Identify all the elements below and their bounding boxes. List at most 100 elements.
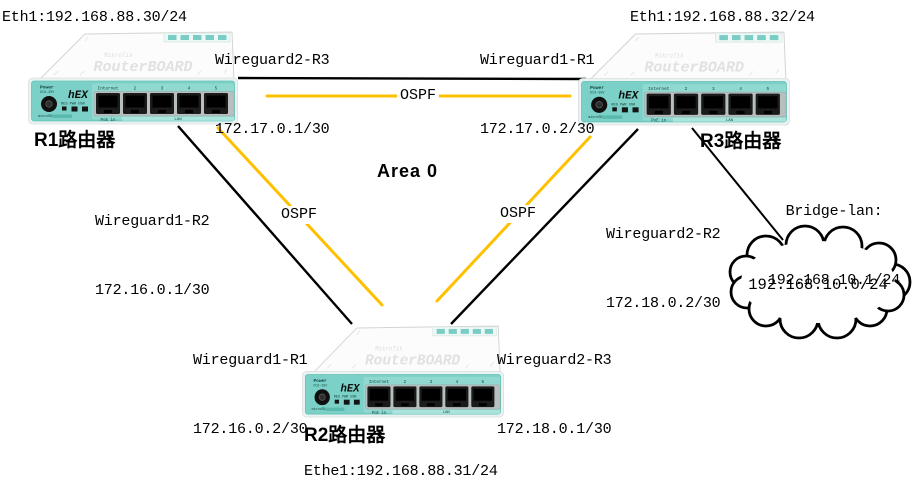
- lan-cloud: 192.168.10.0/24: [728, 224, 912, 340]
- interface-name: Bridge-lan:: [785, 203, 883, 220]
- microsd-label: microSD: [312, 407, 326, 411]
- link-r3-r2: [450, 128, 639, 325]
- lan-label: LAN: [174, 118, 182, 122]
- label-r1-wireguard2: Wireguard2-R3 172.17.0.1/30: [215, 3, 330, 187]
- mikrotik-emboss-label: MikroTik: [655, 52, 684, 59]
- lan-group-strip: [122, 116, 234, 121]
- interface-name: Wireguard1-R1: [193, 352, 308, 369]
- poe-label: PoE in: [372, 411, 387, 416]
- interface-name: Wireguard2-R2: [606, 226, 721, 243]
- label-r3-eth1: Eth1:192.168.88.32/24: [630, 9, 815, 26]
- port-label-4: 4: [188, 87, 191, 92]
- router-r2-image: MikroTik RouterBOARD Power DC8-30V hEX R…: [302, 323, 504, 418]
- cloud-body: [741, 241, 895, 323]
- port-label-4: 4: [739, 86, 742, 92]
- poe-label: PoE in: [100, 118, 116, 123]
- mikrotik-emboss-label: MikroTik: [375, 346, 403, 353]
- lan-label: LAN: [443, 411, 451, 415]
- power-voltage-label: DC8-30V: [314, 383, 328, 387]
- port-label-5: 5: [766, 86, 769, 92]
- label-r1-eth1: Eth1:192.168.88.30/24: [2, 9, 187, 26]
- led-labels: RES PWR USR: [611, 103, 636, 107]
- ethernet-ports: [96, 93, 228, 114]
- label-r1-name: R1路由器: [34, 130, 116, 151]
- cloud-network-label: 192.168.10.0/24: [748, 276, 888, 294]
- power-voltage-label: DC8-30V: [590, 92, 605, 96]
- mikrotik-hex-router-graphic: MikroTik RouterBOARD Power DC8-30V hEX R…: [28, 31, 238, 125]
- interface-ip: 172.16.0.1/30: [95, 282, 210, 299]
- vent-dashes: [719, 35, 779, 41]
- led-indicators: [612, 107, 639, 113]
- power-jack-pin: [595, 101, 603, 109]
- port-label-internet: Internet: [648, 86, 670, 92]
- ospf-label-left: OSPF: [277, 206, 321, 224]
- power-voltage-label: DC8-30V: [40, 91, 55, 95]
- link-r1-r2: [177, 125, 353, 325]
- mikrotik-emboss-label: MikroTik: [104, 52, 133, 59]
- lan-group-strip: [392, 409, 501, 414]
- led-labels: RES PWR USR: [61, 103, 86, 107]
- interface-name: Wireguard1-R1: [480, 52, 595, 69]
- port-label-internet: Internet: [369, 380, 390, 385]
- port-label-2: 2: [685, 86, 688, 92]
- case-seam-marks: [603, 34, 780, 76]
- ethernet-ports: [646, 93, 780, 115]
- port-label-3: 3: [430, 380, 433, 385]
- port-label-4: 4: [456, 380, 459, 385]
- link-r1-r3: [237, 76, 587, 81]
- led-indicators: [62, 106, 88, 112]
- microsd-label: microSD: [588, 115, 602, 120]
- interface-ip: 172.17.0.2/30: [480, 121, 595, 138]
- label-r3-bridge-lan: Bridge-lan: 192.168.10.1/24: [758, 154, 910, 338]
- vent-dashes: [436, 328, 493, 334]
- interface-ip: 172.18.0.2/30: [606, 295, 721, 312]
- label-r3-wireguard2: Wireguard2-R2 172.18.0.2/30: [606, 177, 721, 361]
- case-seam-marks: [53, 34, 228, 76]
- label-r2-name: R2路由器: [304, 425, 386, 446]
- routerboard-emboss-label: RouterBOARD: [365, 353, 460, 369]
- interface-name: Wireguard2-R3: [497, 352, 612, 369]
- label-r2-wireguard2: Wireguard2-R3 172.18.0.1/30: [497, 303, 612, 487]
- power-label: Power: [40, 85, 54, 91]
- model-label: hEX: [340, 383, 361, 395]
- interface-ip: 172.16.0.2/30: [193, 421, 308, 438]
- mikrotik-hex-router-graphic: MikroTik RouterBOARD Power DC8-30V hEX R…: [302, 325, 504, 418]
- microsd-slot: [52, 114, 72, 118]
- interface-name: Wireguard1-R2: [95, 213, 210, 230]
- port-label-5: 5: [482, 380, 485, 385]
- led-indicators: [334, 399, 360, 405]
- interface-ip: 192.168.10.1/24: [767, 272, 901, 289]
- router-r3-image: MikroTik RouterBOARD Power DC8-30V hEX R…: [578, 29, 790, 126]
- power-jack-pin: [318, 393, 326, 401]
- microsd-slot: [602, 115, 623, 119]
- interface-ip: 172.18.0.1/30: [497, 421, 612, 438]
- interface-ip: 172.17.0.1/30: [215, 121, 330, 138]
- label-r1-wireguard1: Wireguard1-R2 172.16.0.1/30: [95, 164, 210, 348]
- ospf-area-label: Area 0: [377, 161, 439, 181]
- poe-label: PoE in: [651, 119, 667, 124]
- label-r2-wireguard1: Wireguard1-R1 172.16.0.2/30: [193, 303, 308, 487]
- label-r2-eth1: Ethe1:192.168.88.31/24: [304, 463, 498, 480]
- port-label-2: 2: [404, 380, 407, 385]
- microsd-label: microSD: [38, 114, 52, 119]
- port-label-3: 3: [712, 86, 715, 92]
- router-r1-image: MikroTik RouterBOARD Power DC8-30V hEX R…: [28, 29, 238, 125]
- model-label: hEX: [68, 90, 89, 102]
- lan-group-strip: [672, 117, 786, 122]
- routerboard-emboss-label: RouterBOARD: [644, 58, 744, 76]
- power-label: Power: [314, 378, 328, 384]
- model-label: hEX: [618, 91, 639, 103]
- microsd-slot: [325, 407, 345, 411]
- ethernet-ports: [367, 386, 495, 408]
- port-label-internet: Internet: [97, 87, 118, 92]
- label-r3-name: R3路由器: [700, 131, 782, 152]
- mikrotik-hex-router-graphic: MikroTik RouterBOARD Power DC8-30V hEX R…: [578, 31, 790, 126]
- case-seam-marks: [326, 328, 494, 369]
- power-jack-pin: [45, 100, 53, 108]
- label-r3-wireguard1: Wireguard1-R1 172.17.0.2/30: [480, 3, 595, 187]
- ospf-label-top: OSPF: [396, 87, 440, 105]
- led-labels: RES PWR USR: [334, 396, 358, 400]
- interface-name: Wireguard2-R3: [215, 52, 330, 69]
- port-label-2: 2: [134, 87, 137, 92]
